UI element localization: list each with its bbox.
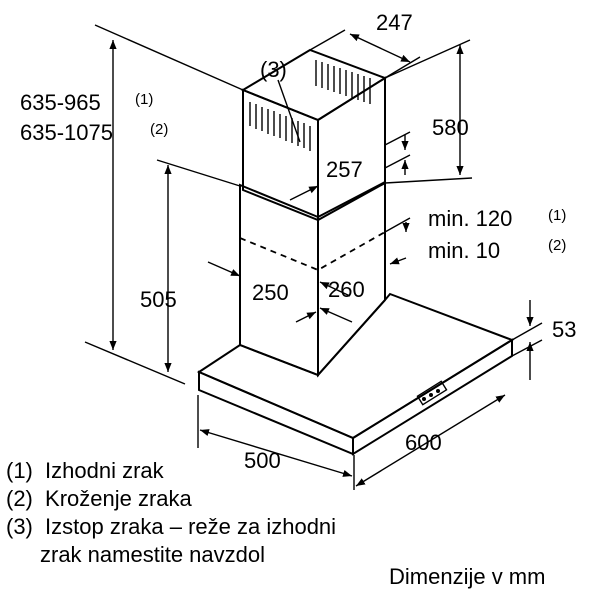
label-upper-width: 257 <box>326 157 363 182</box>
label-total-height-2: 635-1075 <box>20 120 113 145</box>
legend-item-3: (3) Izstop zraka – reže za izhodni <box>6 514 336 539</box>
dimension-lines <box>109 33 534 487</box>
label-canopy-width: 600 <box>405 430 442 455</box>
overlap-line <box>239 231 386 271</box>
label-chimney-depth: 247 <box>376 10 413 35</box>
legend-item-2-text: Kroženje zraka <box>45 486 193 511</box>
legend-item-3-num: (3) <box>6 514 33 539</box>
label-canopy-height: 53 <box>552 317 576 342</box>
label-outlet-callout: (3) <box>260 57 287 82</box>
legend-item-3-continued: zrak namestite navzdol <box>40 542 265 567</box>
label-total-height-1: 635-965 <box>20 90 101 115</box>
dim-chimney-depth <box>349 33 411 63</box>
label-overlap-2: min. 10 <box>428 238 500 263</box>
control-panel <box>416 380 448 406</box>
upper-chimney-front <box>242 88 319 222</box>
label-upper-height: 580 <box>432 115 469 140</box>
legend-item-3-text: Izstop zraka – reže za izhodni <box>45 514 336 539</box>
label-total-height-1-note: (1) <box>135 91 153 108</box>
canopy-top <box>196 292 515 440</box>
label-lower-height: 505 <box>140 287 177 312</box>
units-note: Dimenzije v mm <box>389 564 545 589</box>
legend-item-2-num: (2) <box>6 486 33 511</box>
label-total-height-2-note: (2) <box>150 121 168 138</box>
label-lower-width: 250 <box>252 280 289 305</box>
canopy-front-edge <box>198 370 354 456</box>
label-lower-depth: 260 <box>328 277 365 302</box>
legend-item-1: (1) Izhodni zrak <box>6 458 165 483</box>
dim-canopy-width <box>355 394 506 487</box>
label-overlap-2-note: (2) <box>548 237 566 254</box>
legend-item-1-num: (1) <box>6 458 33 483</box>
vent-slots-front <box>249 102 311 151</box>
legend-item-1-text: Izhodni zrak <box>45 458 165 483</box>
extension-lines <box>84 24 543 490</box>
label-overlap-1-note: (1) <box>548 207 566 224</box>
legend: (1) Izhodni zrak (2) Kroženje zraka (3) … <box>6 458 336 567</box>
dimension-labels: 635-965 (1) 635-1075 (2) (3) 247 580 257… <box>20 10 576 473</box>
label-canopy-depth: 500 <box>244 448 281 473</box>
label-overlap-1: min. 120 <box>428 206 512 231</box>
legend-item-2: (2) Kroženje zraka <box>6 486 193 511</box>
vent-slots-back <box>315 60 371 104</box>
dim-canopy-depth <box>199 429 353 477</box>
